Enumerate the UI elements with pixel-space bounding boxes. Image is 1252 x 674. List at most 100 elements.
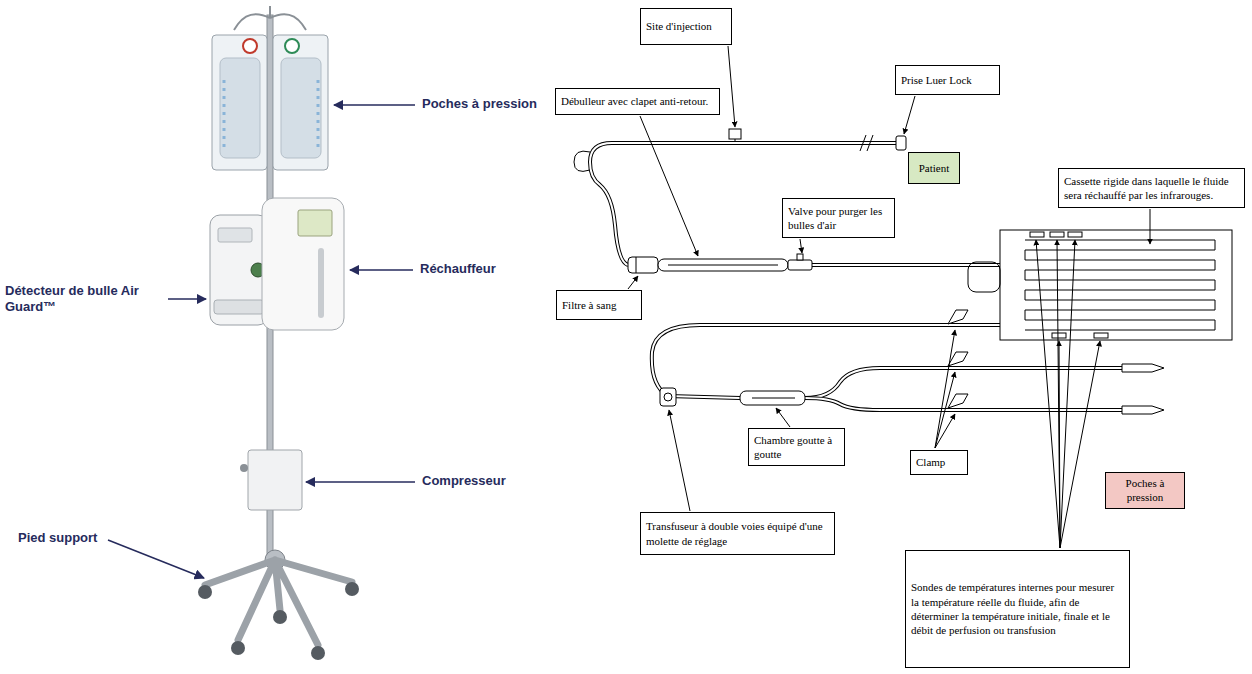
fluid-warmer: [262, 198, 344, 330]
tube-parts: [735, 139, 736, 141]
pressure-bags: [212, 35, 328, 170]
fluid-warmer: [262, 198, 344, 330]
part-label: Compresseur: [422, 473, 542, 489]
callout-box: Clamp: [910, 450, 968, 475]
callout-text: Site d'injection: [646, 19, 726, 33]
stand-base: [345, 582, 359, 596]
leader-line: [935, 414, 955, 448]
leader-line: [935, 372, 955, 448]
tubing: [590, 143, 900, 265]
fluid-warmer: [298, 210, 332, 236]
leader-line: [1057, 240, 1060, 548]
leader-line: [1150, 209, 1151, 244]
tube-parts: [948, 310, 968, 324]
callout-text: Clamp: [916, 455, 962, 469]
tube-parts: [1030, 232, 1044, 237]
tube-parts: [574, 151, 590, 171]
tube-parts: [660, 388, 676, 406]
compressor: [240, 450, 302, 510]
leader-line: [904, 96, 915, 134]
pressure-bags: [281, 58, 321, 158]
label-arrow: [108, 105, 415, 578]
tube-parts: [628, 257, 658, 273]
bubble-detector: [218, 228, 252, 242]
leader-line: [628, 46, 1150, 548]
part-label: Réchauffeur: [420, 261, 540, 277]
pressure-bags: [273, 35, 328, 170]
tube-parts: [1000, 230, 1232, 340]
callout-box: Filtre à sang: [556, 290, 642, 320]
compressor: [240, 464, 248, 472]
stand-base: [205, 560, 352, 645]
pressure-bags: [224, 80, 318, 150]
leader-line: [776, 408, 790, 427]
callout-text: Chambre goutte à goutte: [754, 433, 839, 462]
part-label: Poches à pression: [422, 96, 572, 112]
tubing: [652, 325, 1000, 398]
callout-text: Transfuseur à double voies équipé d'une …: [646, 519, 829, 548]
callout-text: Filtre à sang: [562, 298, 636, 312]
callout-text: Cassette rigide dans laquelle le fluide …: [1064, 174, 1239, 203]
tube-parts: [1025, 240, 1215, 330]
stand-base: [198, 585, 212, 599]
bubble-detector: [210, 215, 268, 325]
callout-box: Prise Luer Lock: [895, 65, 1000, 95]
leader-line: [640, 116, 698, 256]
callout-box: Débulleur avec clapet anti-retour.: [555, 88, 720, 115]
patient-box: Patient: [908, 152, 960, 184]
tube-parts: [658, 259, 788, 271]
tube-parts: [1050, 232, 1064, 237]
callout-box: Valve pour purger les bulles d'air: [782, 198, 895, 238]
tube-parts: [788, 260, 812, 270]
pressure-bag-box: Poches à pression: [1105, 472, 1185, 509]
stand-base: [311, 646, 325, 660]
leader-line: [1059, 341, 1060, 548]
callout-box: Transfuseur à double voies équipé d'une …: [640, 512, 835, 555]
tube-parts: [896, 136, 906, 150]
label-arrow: [306, 481, 415, 483]
tubing: [812, 264, 1000, 266]
leader-line: [1060, 341, 1100, 548]
label-arrow: [334, 104, 415, 106]
tube-parts: [664, 393, 672, 401]
callout-box: Site d'injection: [640, 8, 732, 45]
part-label: Pied support: [18, 530, 108, 546]
fluid-warmer: [318, 248, 324, 318]
leader-line: [935, 330, 955, 448]
label-arrow: [108, 540, 204, 578]
tube-parts: [668, 265, 778, 266]
pressure-bags: [220, 58, 260, 158]
callout-text: Valve pour purger les bulles d'air: [788, 204, 889, 233]
callout-box: Cassette rigide dans laquelle le fluide …: [1058, 168, 1245, 208]
tubing: [652, 325, 1000, 398]
callout-text: Débulleur avec clapet anti-retour.: [561, 94, 714, 108]
tube-parts: [1122, 364, 1164, 372]
device-stand: [234, 6, 306, 30]
bubble-detector: [214, 300, 264, 314]
leader-line: [800, 239, 802, 253]
pressure-bags: [243, 39, 257, 53]
tube-parts: [1068, 232, 1082, 237]
callout-box: Sondes de températures internes pour mes…: [905, 550, 1130, 668]
tube-parts: [797, 254, 803, 260]
tube-parts: [968, 262, 1000, 292]
tube-parts: [729, 129, 741, 139]
stand-base: [273, 610, 287, 624]
tube-parts: [740, 391, 805, 405]
label-arrow: [168, 298, 206, 300]
tube-parts: [1122, 406, 1164, 414]
tubing: [590, 143, 900, 265]
leader-line: [1036, 240, 1060, 548]
leader-line: [1060, 240, 1075, 548]
leader-line: [728, 46, 735, 127]
callout-text: Patient: [919, 161, 950, 175]
callout-text: Prise Luer Lock: [901, 73, 994, 87]
tube-parts: [636, 257, 637, 273]
leader-line: [628, 276, 638, 289]
stand-base: [198, 550, 359, 660]
tube-parts: [948, 394, 968, 408]
stand-base: [231, 641, 245, 655]
pressure-bags: [212, 35, 267, 170]
tube-parts: [1052, 333, 1066, 338]
